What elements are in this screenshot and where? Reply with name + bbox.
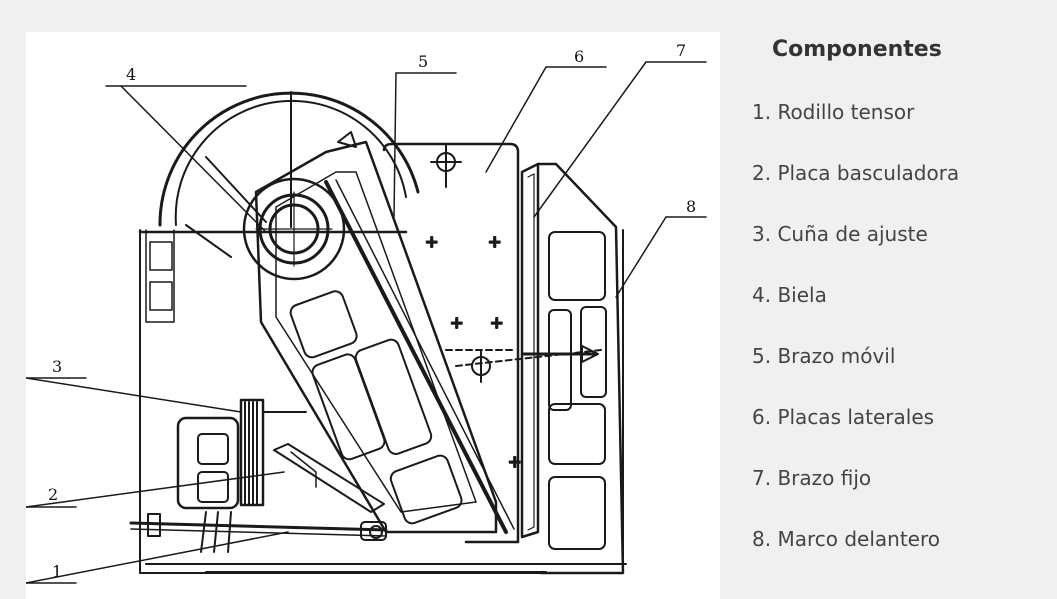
side-plate: + + + + + [382,142,602,544]
svg-text:+: + [425,232,438,251]
callout-leaders [26,61,707,584]
legend-item-swing-arm: 5. Brazo móvil [752,344,896,368]
legend-item-connecting-rod: 4. Biela [752,283,827,307]
callout-numbers: 1 2 3 4 5 6 7 8 [48,41,696,581]
svg-text:+: + [490,313,503,332]
crusher-drawing-panel: + + + + + [26,32,720,599]
legend-title: Componentes [772,37,942,62]
legend-item-fixed-arm: 7. Brazo fijo [752,466,872,490]
legend-item-side-plates: 6. Placas laterales [752,405,935,429]
main-frame [138,229,627,574]
callout-4: 4 [126,65,136,84]
components-list: 1. Rodillo tensor 2. Placa basculadora 3… [752,82,1052,570]
legend-item-tension-roller: 1. Rodillo tensor [752,100,915,124]
tension-rod [129,511,388,553]
legend-item-front-frame: 8. Marco delantero [752,527,940,551]
swing-jaw [254,131,515,534]
fixed-jaw [520,162,540,539]
callout-5: 5 [418,52,428,71]
toggle-mechanism [176,398,385,513]
callout-8: 8 [686,197,696,216]
callout-1: 1 [52,562,62,581]
svg-text:+: + [488,232,501,251]
components-legend: Componentes 1. Rodillo tensor 2. Placa b… [752,28,1052,570]
svg-text:+: + [508,452,521,471]
svg-text:+: + [450,313,463,332]
callout-3: 3 [52,357,62,376]
legend-item-toggle-plate: 2. Placa basculadora [752,161,960,185]
front-frame [522,162,625,575]
jaw-crusher-diagram: + + + + + [26,41,707,584]
callout-6: 6 [574,47,584,66]
legend-item-adjusting-wedge: 3. Cuña de ajuste [752,222,928,246]
callout-7: 7 [676,41,686,60]
eccentric-shaft [242,177,346,281]
callout-2: 2 [48,485,58,504]
flywheel [158,91,420,258]
